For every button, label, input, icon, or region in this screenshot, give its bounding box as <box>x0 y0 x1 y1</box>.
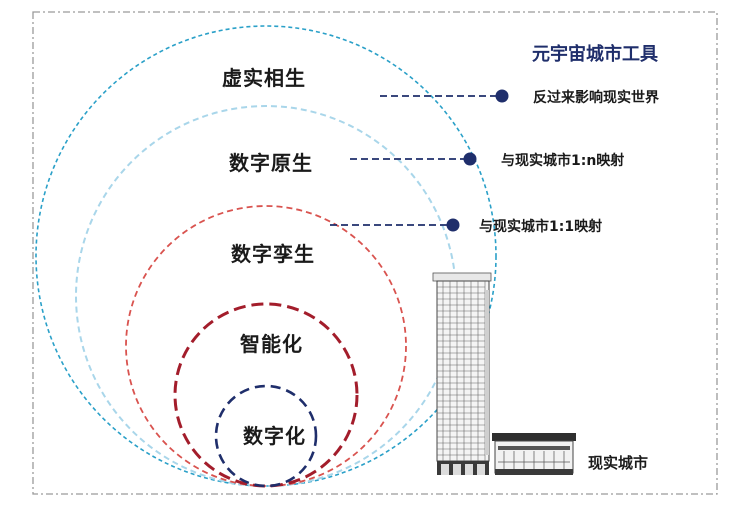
annotation-dot-2 <box>463 152 477 166</box>
level-label-digital-twin: 数字孪生 <box>231 242 315 266</box>
level-label-virtual-real: 虚实相生 <box>222 66 306 90</box>
circle-digitized <box>214 384 318 488</box>
diagram-title: 元宇宙城市工具 <box>532 44 658 65</box>
annotation-label-2: 与现实城市1:n映射 <box>501 153 625 169</box>
circle-digital-twin <box>125 205 407 487</box>
outer-frame <box>32 11 718 495</box>
circle-intelligent <box>173 302 359 488</box>
low-building-icon <box>492 433 576 475</box>
level-label-digital-native: 数字原生 <box>229 151 313 175</box>
annotation-dot-1 <box>495 89 509 103</box>
circle-virtual-real <box>35 25 497 487</box>
base-label-real-city: 现实城市 <box>588 454 649 472</box>
level-label-intelligent: 智能化 <box>240 332 303 356</box>
tower-building-icon <box>432 272 492 475</box>
annotation-label-3: 与现实城市1:1映射 <box>479 219 603 235</box>
annotation-dot-3 <box>446 218 460 232</box>
level-label-digitized: 数字化 <box>243 424 306 448</box>
annotation-label-1: 反过来影响现实世界 <box>533 90 659 106</box>
